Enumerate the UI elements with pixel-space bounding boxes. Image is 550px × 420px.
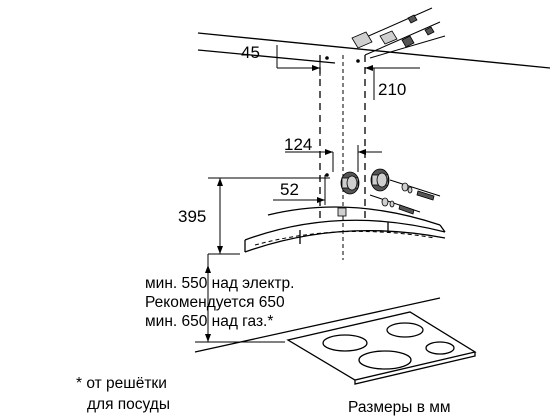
note-recommended: Рекомендуется 650 — [145, 294, 285, 311]
dim-45: 45 — [241, 43, 260, 62]
dim-210-lines — [365, 65, 420, 100]
wall-bracket-left — [340, 171, 360, 195]
wall-screws — [369, 179, 441, 215]
ceiling-line-lower — [197, 49, 336, 64]
hood-canopy — [244, 206, 446, 253]
units-label: Размеры в мм — [348, 399, 451, 416]
footnote-line1: * от решётки — [76, 375, 167, 392]
dim-45-lines — [276, 45, 321, 76]
footnote-line2: для посуды — [87, 396, 170, 413]
dim-52-lines — [273, 175, 326, 205]
wall-bracket-right — [370, 168, 390, 192]
dim-210: 210 — [378, 80, 406, 99]
dim-52: 52 — [280, 180, 299, 199]
dim-124: 124 — [284, 135, 312, 154]
dim-395: 395 — [178, 207, 206, 226]
dim-124-lines — [285, 145, 382, 172]
cooktop — [194, 297, 477, 385]
dim-395-lines — [208, 177, 330, 255]
note-gas: мин. 650 над газ.* — [145, 313, 273, 330]
ceiling-screws — [351, 7, 446, 59]
note-electric: мин. 550 над электр. — [145, 275, 294, 292]
